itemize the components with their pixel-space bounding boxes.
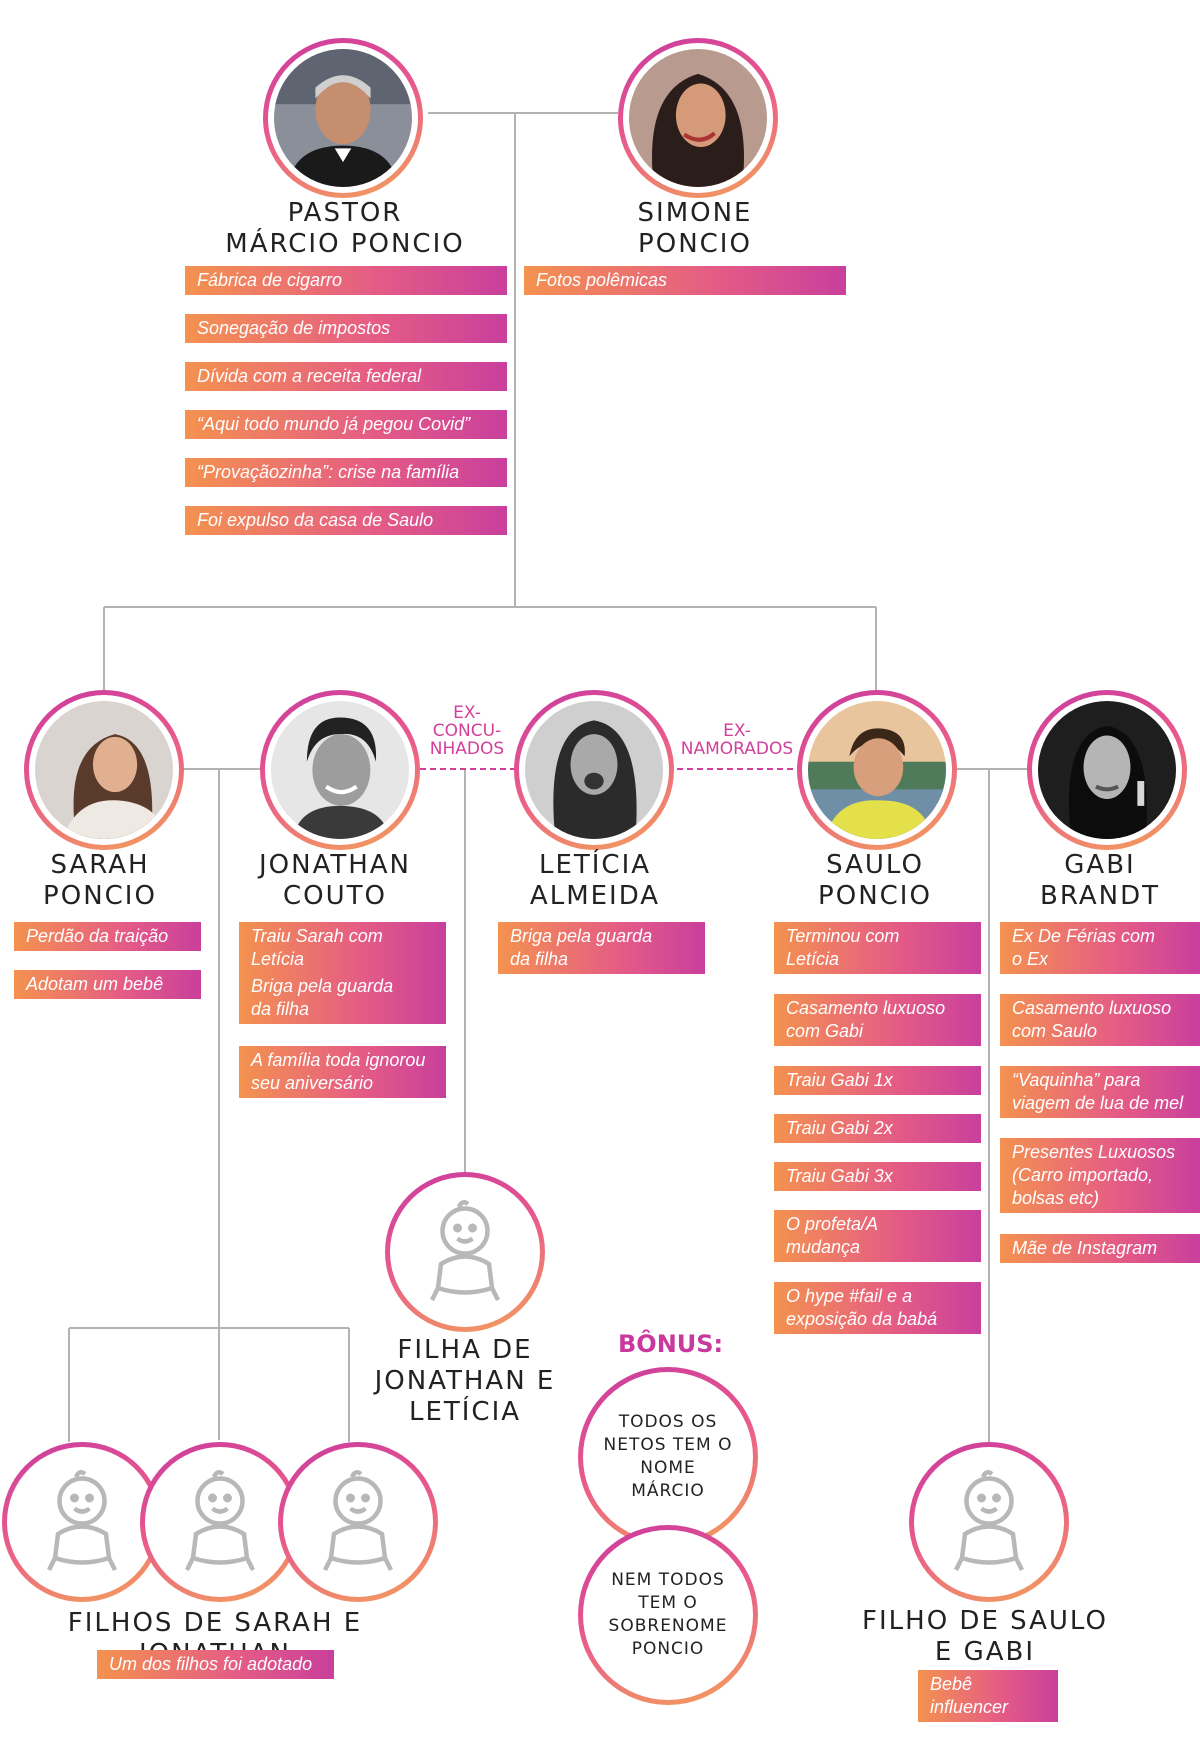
baby-sarah-jonathan-3: [278, 1442, 438, 1602]
saulo-tag: O hype #fail e a exposição da babá: [774, 1282, 981, 1334]
saulo-photo: [797, 690, 957, 850]
bonus-fact-2: NEM TODOS TEM O SOBRENOME PONCIO: [608, 1570, 728, 1659]
marcio-tag: Fábrica de cigarro: [185, 266, 507, 295]
sarah-tag: Adotam um bebê: [14, 970, 201, 999]
baby-icon: [310, 1468, 406, 1576]
baby-icon: [941, 1468, 1037, 1576]
marcio-name: PASTOR MÁRCIO PONCIO: [225, 198, 465, 259]
bonus-fact-1: TODOS OS NETOS TEM O NOME MÁRCIO: [603, 1412, 733, 1501]
ex-namorados-label: EX- NAMORADOS: [680, 721, 794, 759]
person-photo-icon: [629, 49, 767, 187]
jonathan-photo: [260, 690, 420, 850]
gabi-name: GABI BRANDT: [1040, 850, 1160, 911]
ex-concunhados-label: EX- CONCU- NHADOS: [429, 703, 505, 759]
person-photo-icon: [271, 701, 409, 839]
marcio-tag: “Aqui todo mundo já pegou Covid”: [185, 410, 507, 439]
baby-sarah-jonathan-2: [140, 1442, 300, 1602]
saulo-tag: Traiu Gabi 1x: [774, 1066, 981, 1095]
person-photo-icon: [1038, 701, 1176, 839]
marcio-tag: “Provaçãozinha”: crise na família: [185, 458, 507, 487]
marcio-tag: Dívida com a receita federal: [185, 362, 507, 391]
marcio-tag: Foi expulso da casa de Saulo: [185, 506, 507, 535]
person-photo-icon: [808, 701, 946, 839]
gabi-tag: Presentes Luxuosos (Carro importado, bol…: [1000, 1138, 1200, 1213]
children-tag: Um dos filhos foi adotado: [97, 1650, 334, 1679]
jonathan-name: JONATHAN COUTO: [258, 850, 412, 911]
leticia-name: LETÍCIA ALMEIDA: [529, 850, 661, 911]
baby-saulo-gabi: [909, 1442, 1069, 1602]
person-photo-icon: [525, 701, 663, 839]
leticia-photo: [514, 690, 674, 850]
leticia-tag: Briga pela guarda da filha: [498, 922, 705, 974]
baby-icon: [172, 1468, 268, 1576]
simone-tag: Fotos polêmicas: [524, 266, 846, 295]
child-tag: Bebê influencer: [918, 1670, 1058, 1722]
gabi-tag: Ex De Férias com o Ex: [1000, 922, 1200, 974]
saulo-tag: Traiu Gabi 3x: [774, 1162, 981, 1191]
sarah-name: SARAH PONCIO: [43, 850, 157, 911]
simone-name: SIMONE PONCIO: [637, 198, 753, 259]
gabi-tag: Casamento luxuoso com Saulo: [1000, 994, 1200, 1046]
person-photo-icon: [35, 701, 173, 839]
gabi-tag: “Vaquinha” para viagem de lua de mel: [1000, 1066, 1200, 1118]
jonathan-tag: Traiu Sarah com Letícia: [239, 922, 446, 974]
bonus-circle-1: TODOS OS NETOS TEM O NOME MÁRCIO: [578, 1367, 758, 1547]
saulo-tag: Traiu Gabi 2x: [774, 1114, 981, 1143]
saulo-name: SAULO PONCIO: [818, 850, 932, 911]
child-saulo-gabi-name: FILHO DE SAULO E GABI: [862, 1606, 1108, 1667]
gabi-tag: Mãe de Instagram: [1000, 1234, 1200, 1263]
sarah-photo: [24, 690, 184, 850]
baby-sarah-jonathan-1: [2, 1442, 162, 1602]
saulo-tag: Casamento luxuoso com Gabi: [774, 994, 981, 1046]
bonus-title: BÔNUS:: [618, 1330, 724, 1358]
saulo-tag: Terminou com Letícia: [774, 922, 981, 974]
bonus-circle-2: NEM TODOS TEM O SOBRENOME PONCIO: [578, 1525, 758, 1705]
marcio-photo: [263, 38, 423, 198]
baby-icon: [34, 1468, 130, 1576]
baby-icon: [417, 1198, 513, 1306]
gabi-photo: [1027, 690, 1187, 850]
jonathan-tag: Briga pela guarda da filha: [239, 972, 446, 1024]
baby-jonathan-leticia: [385, 1172, 545, 1332]
jonathan-tag: A família toda ignorou seu aniversário: [239, 1046, 446, 1098]
saulo-tag: O profeta/A mudança: [774, 1210, 981, 1262]
marcio-tag: Sonegação de impostos: [185, 314, 507, 343]
child-jonathan-leticia-name: FILHA DE JONATHAN E LETÍCIA: [374, 1335, 556, 1427]
simone-photo: [618, 38, 778, 198]
sarah-tag: Perdão da traição: [14, 922, 201, 951]
person-photo-icon: [274, 49, 412, 187]
